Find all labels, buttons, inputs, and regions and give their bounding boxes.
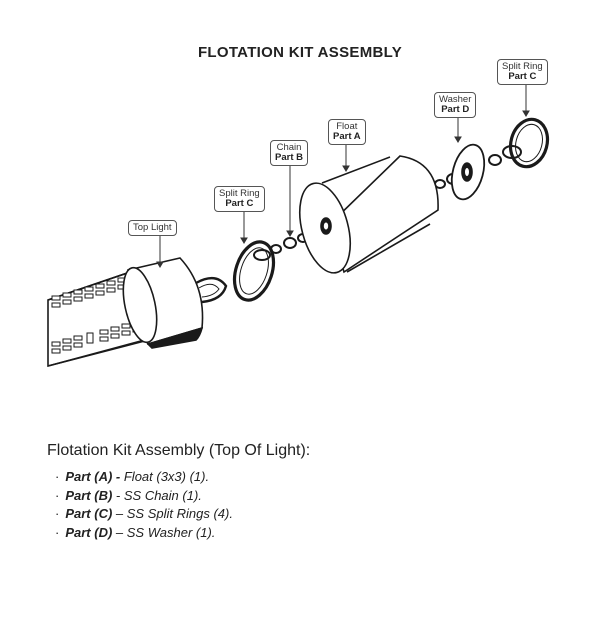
bullet: · [55,469,60,484]
callout-top-light: Top Light [128,220,177,236]
callout-part: Part D [441,104,470,115]
callout-split-ring-left: Split Ring Part C [214,186,265,212]
part-label: Part (A) - [65,469,121,484]
callout-part: Part B [275,152,303,163]
list-item: · Part (C) – SS Split Rings (4). [55,505,310,524]
callout-chain: Chain Part B [270,140,308,166]
callout-part: Part C [508,71,537,82]
callout-split-ring-right: Split Ring Part C [497,59,548,85]
bullet: · [55,524,60,540]
float-cylinder [298,155,439,274]
part-label: Part (C) [65,506,113,521]
part-desc: - SS Chain (1). [115,487,202,503]
bullet: · [55,506,60,521]
callout-name: Float [336,121,358,132]
part-desc: – SS Washer (1). [115,524,216,540]
callout-name: Washer [439,94,472,105]
callout-name: Split Ring [502,61,543,72]
callout-pointers [156,84,530,268]
callout-name: Top Light [133,222,172,233]
list-item: · Part (A) - Float (3x3) (1). [55,468,310,487]
callout-washer: Washer Part D [434,92,477,118]
assembly-diagram [47,84,550,368]
bullet: · [55,487,60,503]
part-desc: – SS Split Rings (4). [115,506,233,521]
callout-part: Part C [225,198,254,209]
legend-heading: Flotation Kit Assembly (Top Of Light): [47,442,311,459]
washer [450,143,486,201]
list-item: · Part (D) – SS Washer (1). [55,524,310,543]
diagram-title: FLOTATION KIT ASSEMBLY [197,44,403,61]
callout-float: Float Part A [328,119,366,145]
part-label: Part (B) [65,487,113,503]
part-desc: Float (3x3) (1). [123,469,210,484]
list-item: · Part (B) - SS Chain (1). [55,487,310,506]
callout-part: Part A [333,131,361,142]
split-ring-left [232,240,276,302]
part-label: Part (D) [65,524,113,540]
parts-list: · Part (A) - Float (3x3) (1). · Part (B) -… [47,468,310,542]
parts-legend: Flotation Kit Assembly (Top Of Light): ·… [47,442,310,542]
callout-name: Chain [276,142,302,153]
top-light-cap [122,257,228,349]
split-ring-right [488,117,550,169]
callout-name: Split Ring [219,188,260,199]
